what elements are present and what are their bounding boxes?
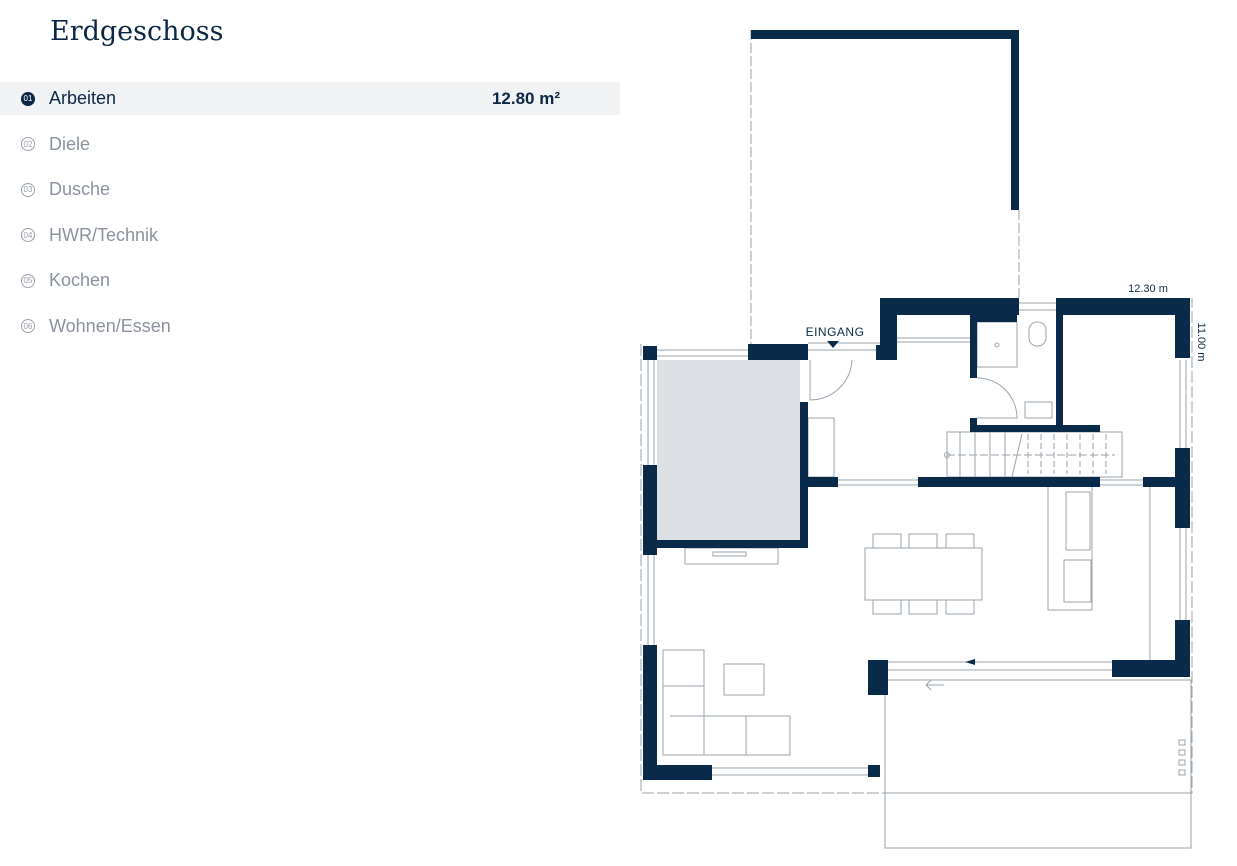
room-number-badge: 03 bbox=[21, 182, 35, 197]
room-name: Kochen bbox=[49, 270, 111, 291]
room-list: 01 Arbeiten 12.80 m² 02 Diele 03 Dusche … bbox=[0, 82, 620, 356]
room-item-diele[interactable]: 02 Diele bbox=[0, 128, 620, 161]
room-item-wohnen-essen[interactable]: 06 Wohnen/Essen bbox=[0, 310, 620, 343]
room-area: 12.80 m² bbox=[491, 88, 560, 108]
room-item-hwr-technik[interactable]: 04 HWR/Technik bbox=[0, 219, 620, 252]
room-name: HWR/Technik bbox=[49, 224, 159, 245]
room-name: Diele bbox=[49, 133, 91, 154]
walls bbox=[643, 30, 1190, 780]
room-name: Dusche bbox=[49, 179, 111, 200]
room-number-badge: 05 bbox=[21, 273, 35, 288]
room-name: Arbeiten bbox=[49, 88, 117, 108]
width-dimension-label: 12.30 m bbox=[1128, 283, 1168, 295]
floor-title: Erdgeschoss bbox=[50, 16, 224, 47]
room-name: Wohnen/Essen bbox=[49, 315, 171, 336]
room-item-kochen[interactable]: 05 Kochen bbox=[0, 264, 620, 297]
room-number-badge: 06 bbox=[21, 319, 35, 334]
room-highlight-arbeiten[interactable] bbox=[657, 360, 800, 540]
room-number-badge: 04 bbox=[21, 228, 35, 243]
room-item-dusche[interactable]: 03 Dusche bbox=[0, 173, 620, 206]
room-item-arbeiten[interactable]: 01 Arbeiten 12.80 m² bbox=[0, 82, 620, 115]
depth-dimension-label: 11.00 m bbox=[1195, 323, 1207, 362]
entrance-label: EINGANG bbox=[806, 325, 865, 339]
room-number-badge: 02 bbox=[21, 137, 35, 152]
room-number-badge: 01 bbox=[21, 91, 35, 106]
